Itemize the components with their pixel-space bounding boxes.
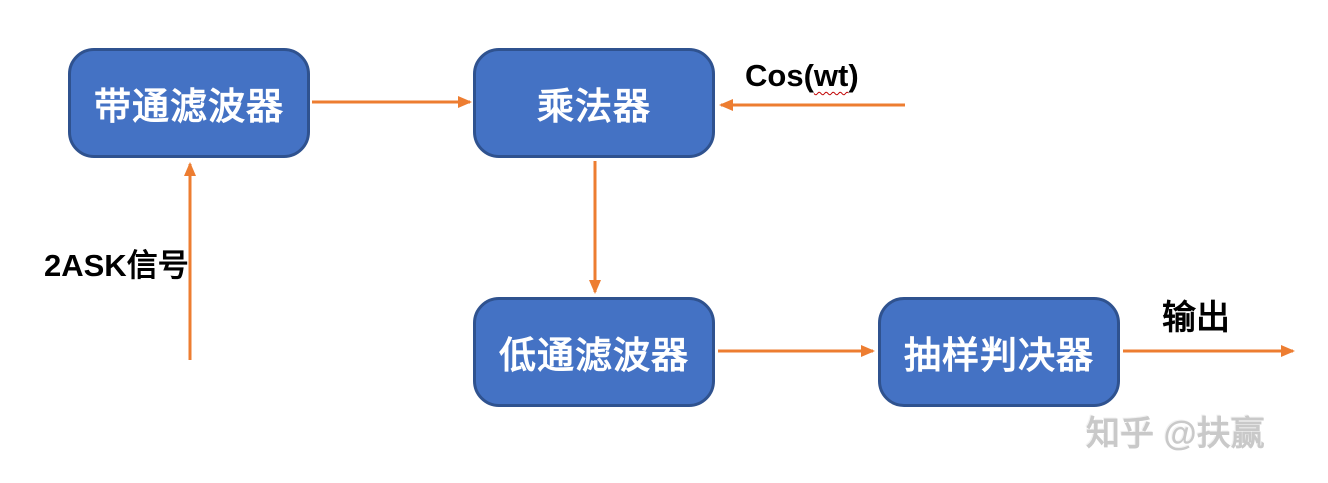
block-lowpass-label: 低通滤波器 <box>499 335 689 376</box>
carrier-label: Cos(wt) <box>745 58 859 94</box>
carrier-wavy-text: wt <box>813 58 849 93</box>
block-lowpass-filter: 低通滤波器 <box>473 297 715 407</box>
block-bandpass-filter: 带通滤波器 <box>68 48 310 158</box>
block-multiplier-label: 乘法器 <box>537 86 651 127</box>
block-multiplier: 乘法器 <box>473 48 715 158</box>
block-sampling-decision: 抽样判决器 <box>878 297 1120 407</box>
block-bandpass-label: 带通滤波器 <box>94 86 284 127</box>
input-signal-label: 2ASK信号 <box>44 248 189 283</box>
carrier-prefix: Cos( <box>745 58 814 93</box>
output-label: 输出 <box>1162 299 1230 337</box>
watermark: 知乎 @扶赢 <box>1086 415 1265 453</box>
carrier-suffix: ) <box>848 58 859 93</box>
block-sampler-label: 抽样判决器 <box>904 335 1094 376</box>
